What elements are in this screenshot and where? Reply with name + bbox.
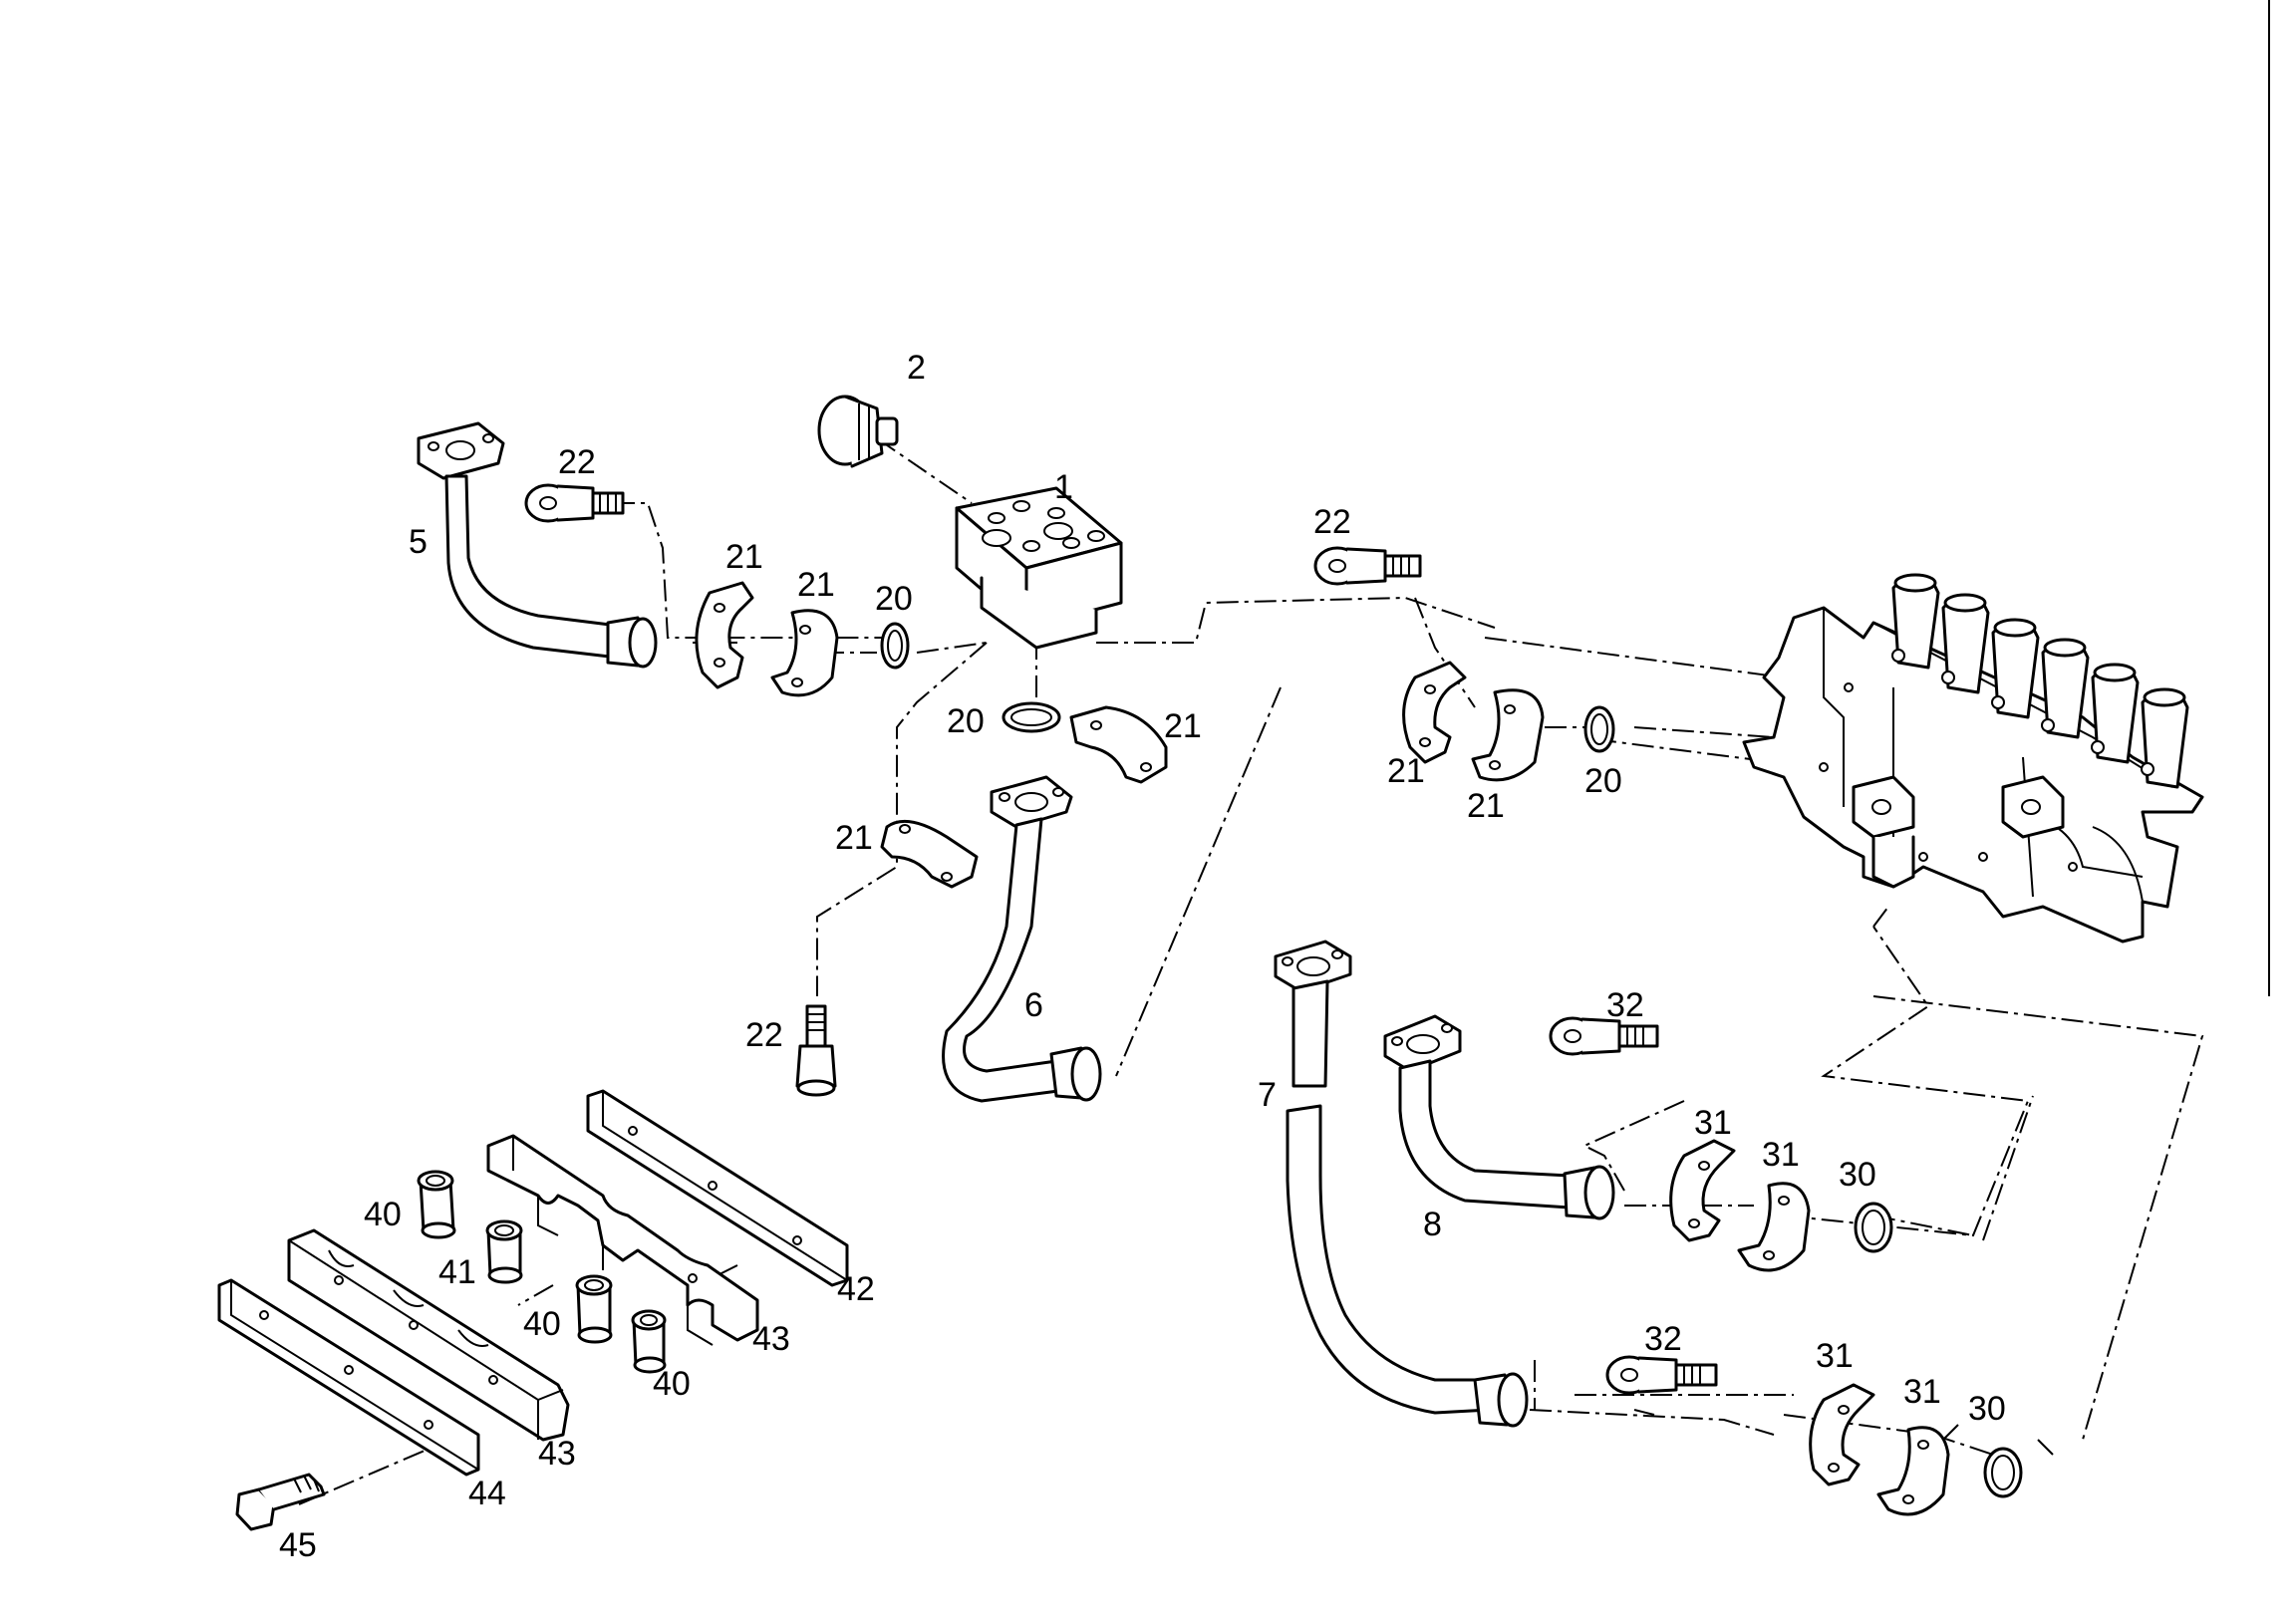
part-30-oring-b [1983,1447,2023,1498]
callout-31-b: 31 [1762,1136,1800,1174]
part-30-oring-a [1854,1202,1893,1253]
part-21-clamp-e [1402,661,1467,764]
callout-31-c: 31 [1816,1337,1854,1375]
callout-45: 45 [279,1526,317,1564]
callout-43-a: 43 [752,1320,790,1358]
part-42-plate [586,1089,849,1287]
callout-22-b: 22 [745,1016,783,1054]
callout-21-c: 21 [1164,707,1202,745]
part-31-clamp-b [1737,1182,1811,1272]
part-40-bushing-c [631,1309,667,1374]
callouts: 2 1 22 5 21 21 20 20 21 21 22 6 22 21 21… [279,349,2006,1564]
callout-1: 1 [1054,468,1073,506]
part-2-plug [817,395,899,468]
valve-bank-cylinders [1891,573,2189,789]
callout-6: 6 [1024,986,1043,1024]
callout-30-b: 30 [1968,1390,2006,1428]
part-31-clamp-c [1809,1383,1875,1486]
part-20-oring-c [1583,705,1615,753]
part-43-bracket-upper [486,1134,759,1346]
callout-20-c: 20 [1584,762,1622,800]
callout-20-a: 20 [875,580,913,618]
callout-21-e: 21 [1387,752,1425,790]
callout-32-b: 32 [1644,1320,1682,1358]
part-21-clamp-b [770,609,839,697]
part-21-clamp-d [880,819,979,889]
part-22-bolt-b [795,1004,837,1097]
part-45-bolt [235,1473,326,1531]
callout-5: 5 [409,523,428,561]
part-31-clamp-d [1876,1426,1950,1516]
callout-21-b: 21 [797,566,835,604]
part-43-bracket-lower [287,1228,570,1442]
part-41-bushing [485,1219,523,1284]
leader-lines [298,437,2204,1505]
part-22-bolt-c [1313,546,1422,586]
part-20-oring-a [880,622,910,670]
callout-41: 41 [438,1253,476,1291]
callout-40-a: 40 [364,1196,402,1233]
part-20-oring-b [1002,701,1061,733]
callout-42: 42 [837,1270,875,1308]
part-8-pipe [1383,1014,1615,1220]
callout-30-a: 30 [1839,1156,1876,1194]
callout-40-b: 40 [523,1305,561,1343]
callout-8: 8 [1423,1206,1442,1243]
callout-21-a: 21 [725,538,763,576]
callout-7: 7 [1258,1076,1277,1114]
callout-22-c: 22 [1313,503,1351,541]
part-31-clamp-a [1669,1139,1736,1242]
callout-22-a: 22 [558,443,596,481]
callout-40-c: 40 [653,1365,691,1403]
part-40-bushing-a [417,1170,456,1239]
callout-31-d: 31 [1903,1373,1941,1411]
part-40-bushing-b [575,1274,613,1344]
part-7-pipe [1274,940,1529,1428]
callout-31-a: 31 [1694,1104,1732,1142]
valve-bank-assembly [1742,573,2204,944]
callout-32-a: 32 [1606,986,1644,1024]
part-6-pipe [942,775,1102,1103]
part-44-plate [217,1278,480,1477]
part-5-pipe [417,421,658,669]
callout-43-b: 43 [538,1435,576,1473]
part-21-clamp-c [1069,705,1168,784]
part-32-bolt-a [1549,1016,1659,1056]
part-22-bolt-a [524,483,625,523]
callout-20-b: 20 [947,702,985,740]
callout-2: 2 [907,349,926,387]
callout-44: 44 [468,1475,506,1512]
part-21-clamp-a [695,581,754,689]
part-1-valve-block [955,486,1123,650]
callout-21-d: 21 [835,819,873,857]
part-21-clamp-f [1471,688,1545,782]
part-32-bolt-b [1605,1355,1718,1395]
callout-21-f: 21 [1467,787,1505,825]
